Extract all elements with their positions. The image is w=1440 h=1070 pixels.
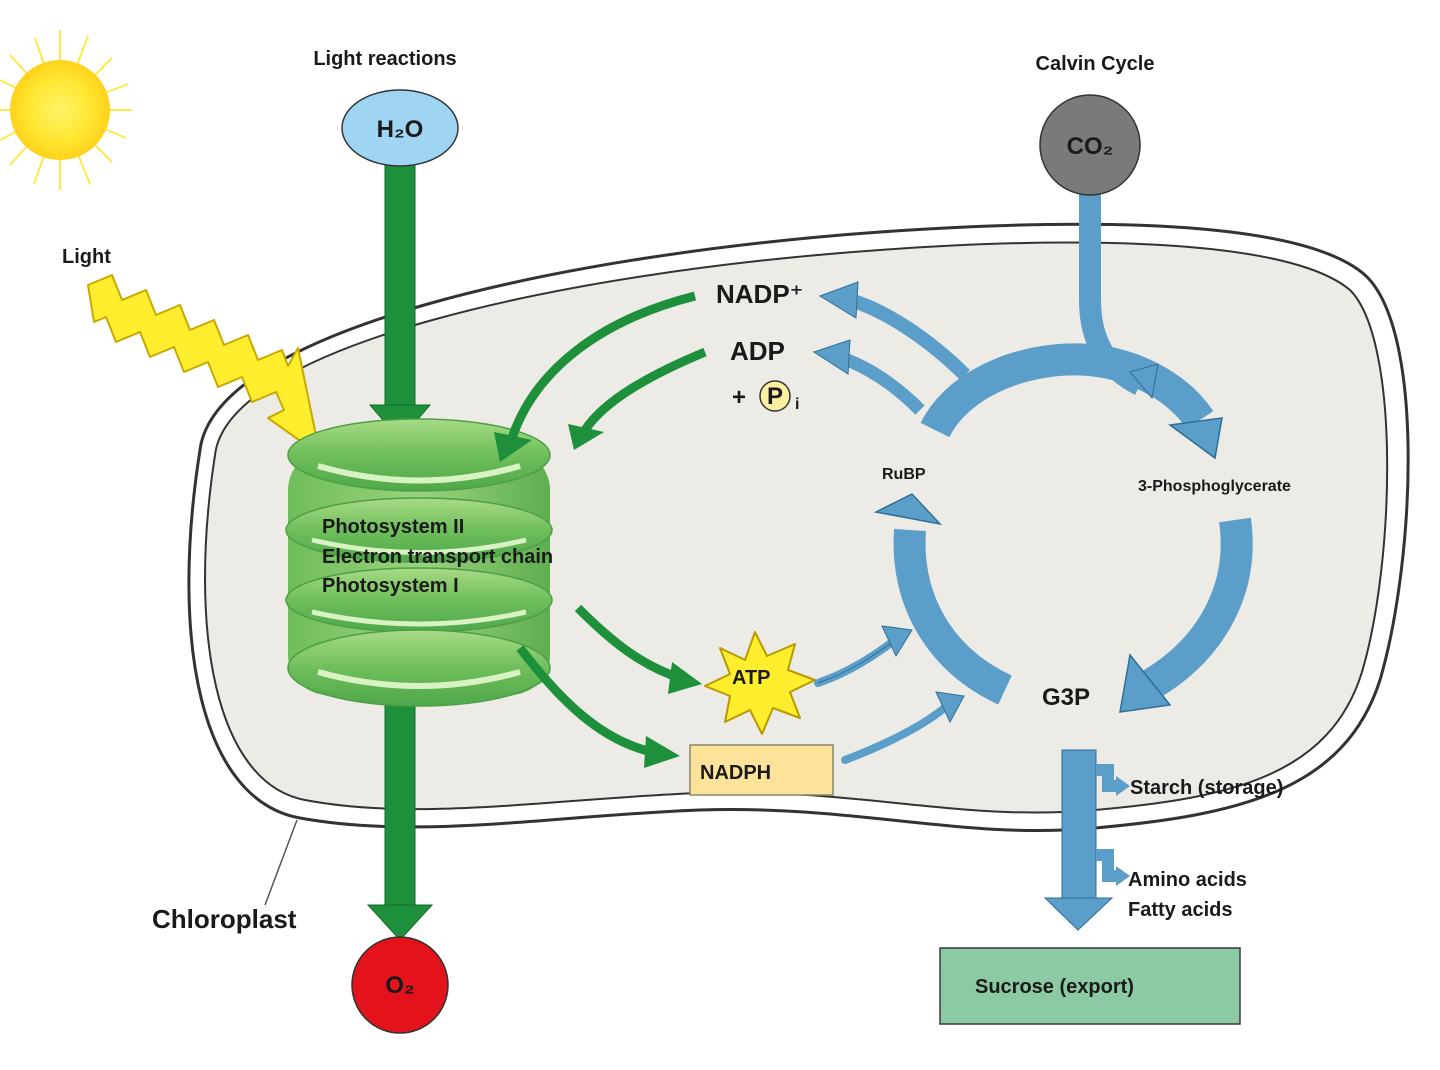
starch-label: Starch (storage) (1130, 777, 1283, 799)
amino-acids-label: Amino acids (1128, 869, 1247, 891)
phosphate-icon (759, 380, 791, 412)
photosystem-ii-label: Photosystem II (322, 516, 464, 538)
3-phosphoglycerate-label: 3-Phosphoglycerate (1138, 478, 1291, 495)
electron-transport-label: Electron transport chain (322, 546, 553, 568)
pi-subscript: i (795, 396, 799, 413)
sucrose-label: Sucrose (export) (975, 976, 1134, 998)
thylakoid-stack (285, 418, 553, 707)
pi-symbol: P (767, 383, 783, 410)
g3p-output-arrow (1043, 749, 1130, 931)
sun-icon (0, 30, 132, 190)
co2-bubble (1039, 94, 1141, 196)
light-label: Light (62, 246, 111, 268)
h2o-label: H₂O (377, 116, 424, 143)
adp-label: ADP (730, 336, 785, 366)
adp-return-arrow (568, 347, 707, 450)
nadp-plus-label: NADP⁺ (716, 279, 803, 309)
nadp-return-arrow (494, 291, 697, 462)
cycle-to-adp-arrow (812, 339, 925, 415)
nadph-production-arrow (516, 645, 680, 768)
light-reactions-title: Light reactions (313, 48, 456, 70)
h2o-bubble (341, 89, 459, 167)
co2-label: CO₂ (1067, 133, 1114, 160)
water-arrow (368, 164, 432, 441)
calvin-cycle-arrows (873, 343, 1253, 713)
atp-label: ATP (732, 667, 771, 689)
o2-label: O₂ (385, 972, 414, 999)
rubp-label: RuBP (882, 466, 926, 483)
fatty-acids-label: Fatty acids (1128, 899, 1232, 921)
cycle-to-nadp-arrow (818, 281, 970, 380)
o2-bubble (351, 936, 449, 1034)
sucrose-box (939, 947, 1241, 1025)
atp-to-cycle-arrow (814, 625, 913, 687)
nadph-box (689, 744, 834, 796)
nadph-label: NADPH (700, 762, 771, 784)
co2-arrow (1079, 190, 1159, 400)
g3p-label: G3P (1042, 684, 1090, 711)
calvin-cycle-title: Calvin Cycle (1036, 53, 1155, 75)
atp-production-arrow (574, 604, 702, 694)
atp-starburst (704, 631, 816, 735)
light-bolt-icon (87, 274, 321, 456)
pi-plus-sign: + (732, 384, 746, 411)
photosystem-i-label: Photosystem I (322, 575, 459, 597)
oxygen-arrow (366, 699, 434, 941)
nadph-to-cycle-arrow (841, 691, 965, 764)
chloroplast-pointer (264, 819, 298, 906)
chloroplast-label: Chloroplast (152, 904, 297, 934)
